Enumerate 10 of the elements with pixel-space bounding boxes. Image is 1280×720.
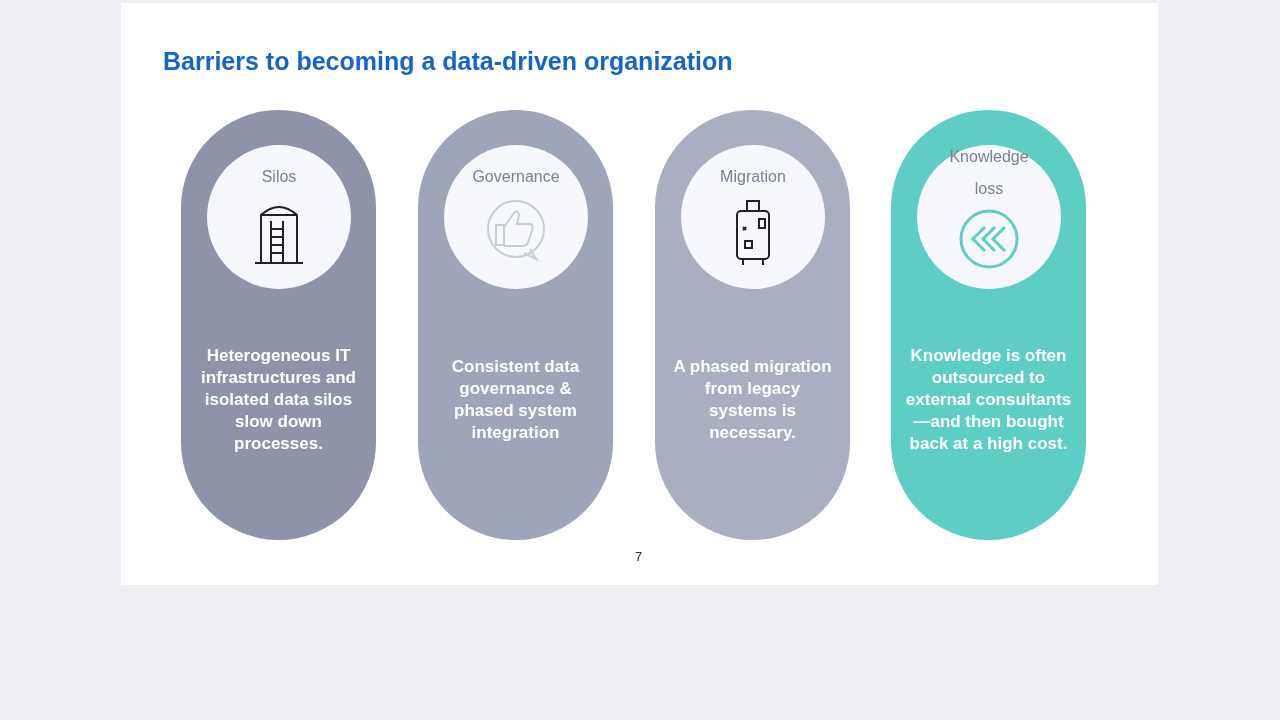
pill-heading: Migration (719, 167, 787, 187)
pill-heading: Knowledge loss (948, 147, 1030, 199)
pill-text: Heterogeneous IT infrastructures and isolated data silos slow down processes. (200, 345, 357, 455)
pill-text: A phased migration from legacy systems is necessary. (672, 356, 833, 444)
pill-text: Knowledge is often outsourced to external consultants—and then bought back at a high cost. (905, 345, 1072, 455)
page-number: 7 (635, 549, 643, 564)
pill-heading: Governance (471, 167, 561, 187)
slide-title: Barriers to becoming a data-driven organization (163, 47, 733, 76)
pill-text: Consistent data governance & phased system integration (450, 356, 581, 444)
pill-heading: Silos (260, 167, 298, 187)
